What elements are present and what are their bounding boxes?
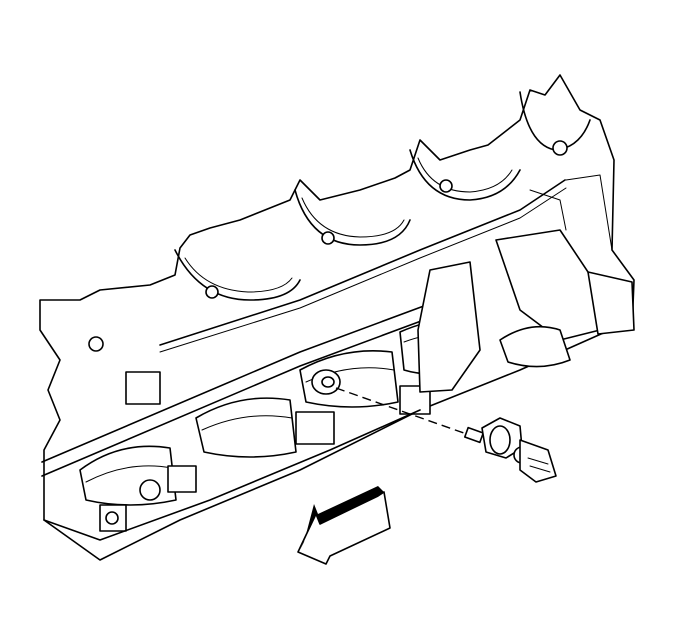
bolt-hole-2	[205, 285, 219, 299]
install-path-line	[335, 387, 479, 439]
engine-block	[39, 74, 635, 561]
pillar	[417, 261, 481, 393]
sensor-boss	[311, 369, 341, 395]
connector-ribs	[527, 457, 551, 473]
boss-3	[167, 465, 197, 493]
knock-sensor	[335, 387, 557, 483]
cap-bolt-bosses	[99, 371, 431, 532]
bore-inner-2	[301, 197, 405, 238]
deck-edge-inner	[159, 187, 567, 353]
lower-edge	[43, 409, 421, 541]
cylinder-bore-3	[409, 149, 521, 201]
sensor-face	[489, 425, 511, 455]
rear-flange	[587, 271, 635, 335]
rear-structure	[417, 174, 635, 393]
arrow-shadow	[300, 486, 384, 550]
sensor-boss-hole	[321, 376, 335, 388]
lower-boss	[499, 325, 571, 368]
boss-4	[295, 411, 335, 445]
bolt-hole-4	[439, 179, 453, 193]
bore-inner-1	[184, 257, 293, 293]
cylinder-bore-1	[174, 249, 301, 301]
front-direction-arrow	[297, 486, 391, 565]
boss-2-hole	[105, 511, 119, 525]
bore-inner-3	[417, 157, 513, 193]
sensor-stud	[463, 426, 485, 444]
rear-edge	[565, 174, 613, 251]
cylinder-bore-2	[294, 189, 411, 246]
bearing-cap-2	[195, 397, 297, 458]
block-outline	[39, 74, 635, 561]
rear-edge-2	[529, 189, 567, 231]
deck-edge	[159, 179, 566, 346]
boss-3-hole	[139, 479, 161, 501]
boss-1	[125, 371, 161, 405]
bolt-hole-5	[552, 140, 568, 156]
bolt-hole-1	[88, 336, 104, 352]
bolt-hole-3	[321, 231, 335, 245]
arrow-shape	[297, 491, 391, 565]
